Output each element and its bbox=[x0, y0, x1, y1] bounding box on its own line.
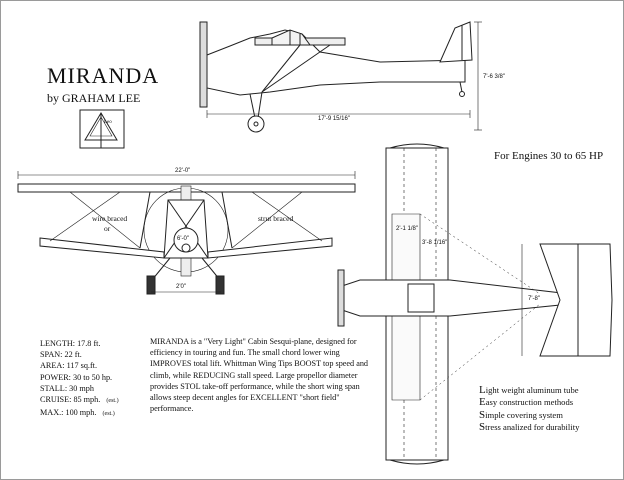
top-stabilizer bbox=[539, 243, 613, 357]
prop-dia-dim: 6'-0" bbox=[177, 236, 189, 242]
wire-braced-label: wire braced bbox=[92, 214, 128, 223]
spec-line: CRUISE: 85 mph. (est.) bbox=[40, 395, 119, 405]
spec-line: AREA: 117 sq.ft. bbox=[40, 361, 98, 371]
drawing-title: MIRANDA bbox=[47, 63, 160, 88]
designer-logo bbox=[79, 109, 125, 149]
features-list: Light weight aluminum tube Easy construc… bbox=[479, 384, 579, 434]
side-propeller bbox=[199, 21, 208, 108]
spec-line: STALL: 30 mph bbox=[40, 383, 94, 393]
feature-item: Light weight aluminum tube bbox=[479, 384, 579, 396]
or-label: or bbox=[104, 224, 111, 233]
engines-note: For Engines 30 to 65 HP bbox=[494, 150, 604, 162]
front-view bbox=[17, 171, 356, 295]
top-view bbox=[337, 143, 613, 465]
top-chord-dim-2: 3'-8 1/16" bbox=[422, 240, 448, 246]
feature-item: Simple covering system bbox=[479, 408, 563, 421]
top-chord-dim-1: 2'-1 1/8" bbox=[396, 226, 418, 232]
side-wheel bbox=[247, 115, 265, 133]
spec-line: MAX.: 100 mph. (est.) bbox=[40, 408, 115, 418]
stab-span-dim: 7'-8" bbox=[528, 296, 540, 302]
feature-item: Easy construction methods bbox=[479, 396, 574, 409]
side-fuselage bbox=[206, 29, 466, 96]
spec-line: POWER: 30 to 50 hp. bbox=[40, 372, 113, 382]
strut-braced-label: strut braced bbox=[258, 214, 294, 223]
front-lower-wing-right bbox=[207, 237, 333, 259]
designer-byline: by GRAHAM LEE bbox=[47, 91, 141, 105]
spec-line: SPAN: 22 ft. bbox=[40, 350, 82, 360]
side-height-dim: 7'-6 3/8" bbox=[483, 74, 505, 80]
gear-track-dim: 2'0" bbox=[176, 284, 186, 290]
side-view bbox=[199, 21, 482, 133]
feature-item: Stress analized for durability bbox=[479, 421, 580, 434]
spec-line: LENGTH: 17.8 ft. bbox=[40, 339, 101, 348]
top-propeller bbox=[337, 269, 345, 327]
side-length-dim: 17'-9 15/16" bbox=[318, 116, 350, 122]
front-span-dim: 22'-0" bbox=[175, 168, 191, 174]
logo-text: Leo bbox=[104, 120, 112, 125]
specs-list: LENGTH: 17.8 ft. SPAN: 22 ft. AREA: 117 … bbox=[40, 338, 119, 420]
description-paragraph: MIRANDA is a "Very Light" Cabin Sesqui-p… bbox=[150, 337, 369, 414]
front-lower-wing-left bbox=[39, 237, 165, 259]
side-fin bbox=[439, 21, 473, 63]
